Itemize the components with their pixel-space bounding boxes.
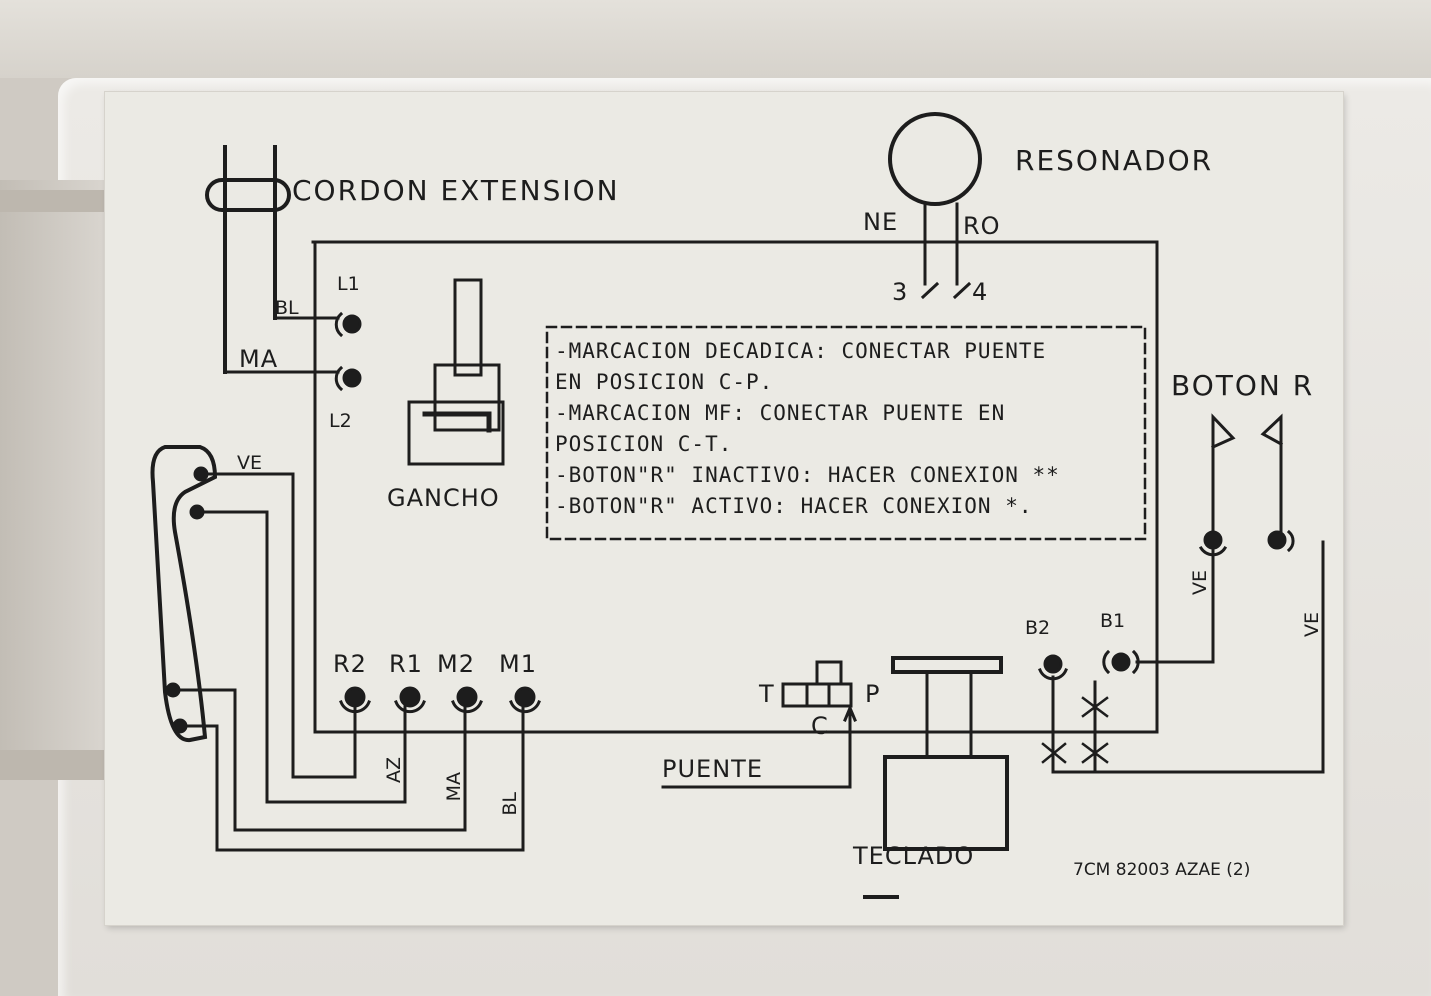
cord-wires: [223, 145, 277, 374]
terminal-b1: [1111, 652, 1131, 672]
c-contact-label: C: [811, 712, 829, 740]
terminal-l1: [342, 314, 362, 334]
part-code: 7CM 82003 AZAE (2): [1073, 860, 1251, 880]
bridge-arrow: [843, 704, 857, 722]
wire-bl: [178, 695, 525, 852]
keypad-body: [883, 755, 1009, 851]
bridge-contact-top: [815, 660, 843, 686]
left-tab: [0, 190, 105, 212]
bl-bottom-label: BL: [499, 792, 521, 816]
hook-housing: [407, 400, 505, 466]
terminal-l1-clip: [334, 311, 344, 338]
b1-label: B1: [1100, 610, 1126, 632]
resonator-symbol: [888, 112, 982, 206]
ve-right-label-2: VE: [1301, 612, 1323, 638]
ma-bottom-label: MA: [443, 772, 465, 802]
r1-label: R1: [389, 650, 423, 678]
left-slot: [0, 180, 105, 775]
wire-ve: [199, 472, 357, 779]
main-loop-wire: [311, 240, 1159, 734]
hook-body: [433, 363, 501, 432]
terminal-l2-clip: [334, 365, 344, 392]
cord-extension-label: CORDON EXTENSION: [292, 174, 620, 207]
top-housing: [0, 0, 1431, 78]
resonator-label: RESONADOR: [1015, 144, 1214, 177]
hook-plunger: [453, 278, 483, 377]
boton-r-label: BOTON R: [1171, 369, 1315, 402]
note-line: POSICION C-T.: [555, 432, 733, 456]
puente-label: PUENTE: [662, 755, 763, 783]
l2-label: L2: [329, 410, 352, 432]
ne-label: NE: [863, 208, 899, 236]
ro-label: RO: [963, 212, 1001, 240]
bridge-divider: [805, 682, 831, 708]
b2-label: B2: [1025, 617, 1051, 639]
button-r-right: [1260, 413, 1284, 534]
note-line: -BOTON"R" ACTIVO: HACER CONEXION *.: [555, 494, 1033, 518]
b-wires: [1051, 545, 1215, 774]
keypad-top: [891, 656, 1003, 674]
hook-contact: [422, 411, 492, 433]
r2-label: R2: [333, 650, 367, 678]
az-wire-label: AZ: [383, 757, 405, 784]
terminal-b2: [1043, 654, 1063, 674]
ve-handset-label: VE: [237, 452, 263, 474]
wire-ma: [171, 688, 467, 832]
button-r-left: [1211, 413, 1236, 534]
teclado-label: TECLADO: [853, 842, 975, 870]
note-line: -MARCACION MF: CONECTAR PUENTE EN: [555, 401, 1006, 425]
m1-label: M1: [499, 650, 537, 678]
wire-az: [195, 510, 407, 804]
resonator-leads: [923, 202, 959, 286]
keypad-stem: [925, 670, 973, 759]
notes-frame: [545, 325, 1147, 541]
button-r-terminal: [1203, 530, 1223, 550]
p-contact-label: P: [865, 680, 881, 708]
t-contact-label: T: [759, 680, 775, 708]
terminal-l2: [342, 368, 362, 388]
bl-wire-label: BL: [275, 297, 299, 319]
wiring-diagram: [150, 112, 1325, 899]
ve-right-label-1: VE: [1189, 570, 1211, 596]
terminal-3-label: 3: [892, 278, 909, 306]
wiring-notes: -MARCACION DECADICA: CONECTAR PUENTE EN …: [555, 339, 1175, 525]
bottom-terminals: [339, 686, 541, 714]
note-line: -MARCACION DECADICA: CONECTAR PUENTE: [555, 339, 1047, 363]
m2-label: M2: [437, 650, 475, 678]
button-r-terminal: [1267, 530, 1287, 550]
cord-clamp: [205, 178, 291, 212]
note-line: -BOTON"R" INACTIVO: HACER CONEXION **: [555, 463, 1060, 487]
left-tab: [0, 750, 105, 780]
terminal-4-label: 4: [972, 278, 989, 306]
cord-to-terminals: [223, 316, 340, 374]
note-line: EN POSICION C-P.: [555, 370, 774, 394]
connection-marks: [1041, 696, 1109, 764]
bridge-contact: [781, 682, 853, 708]
bridge-wire: [661, 706, 852, 789]
gancho-label: GANCHO: [387, 484, 500, 512]
l1-label: L1: [337, 273, 360, 295]
ve-right-wire: [1051, 540, 1325, 774]
ma-wire-label: MA: [239, 345, 279, 373]
resonator-terminals: [920, 281, 972, 300]
handset-outline: [150, 445, 218, 743]
wiring-label: CORDON EXTENSION RESONADOR NE RO 3 4 BL …: [105, 92, 1343, 925]
